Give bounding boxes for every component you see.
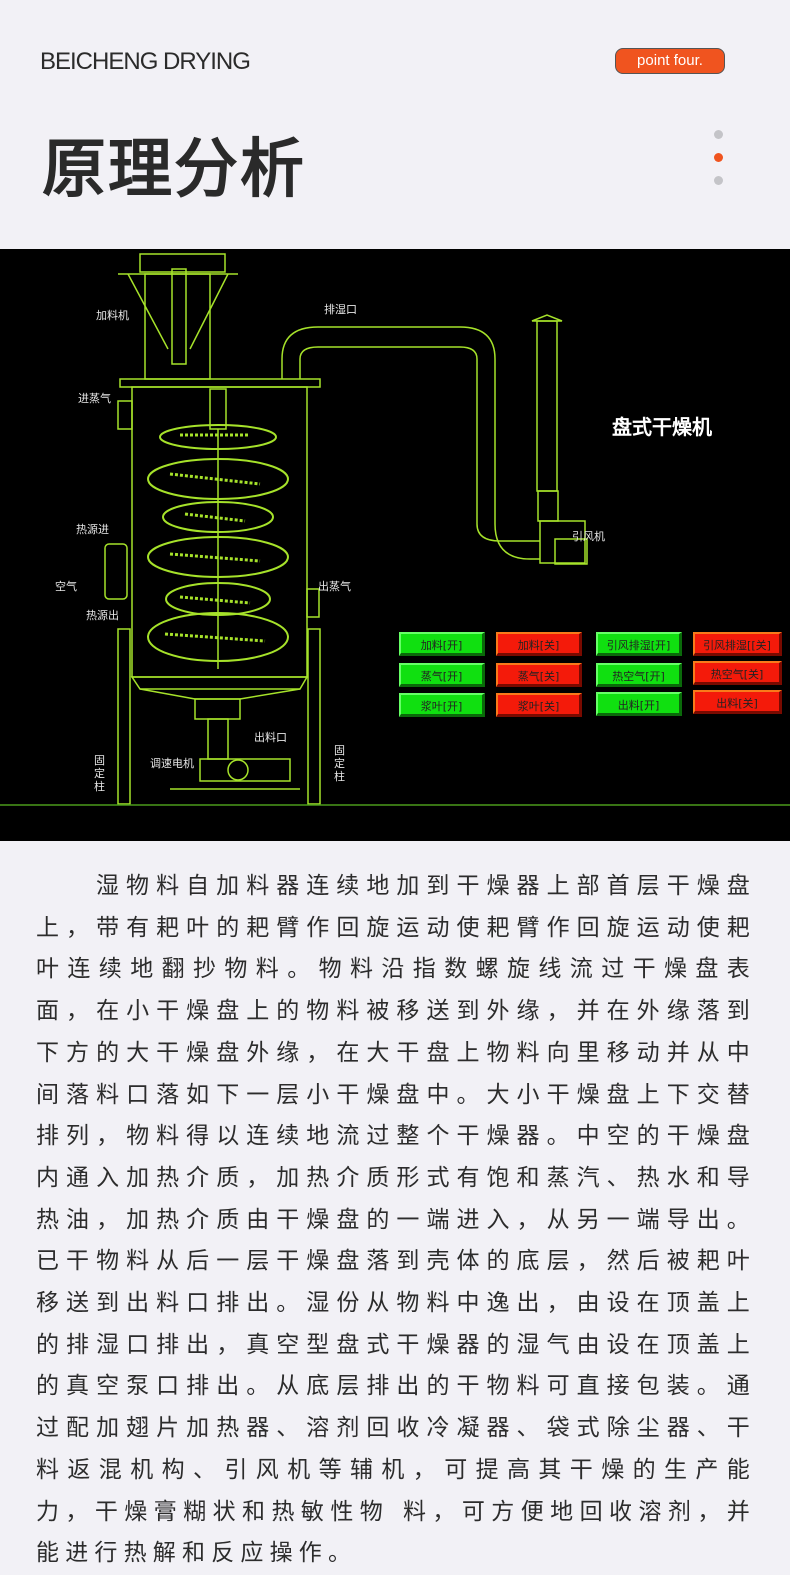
page-title: 原理分析: [42, 133, 306, 207]
feed-on-button[interactable]: 加料[开]: [399, 632, 485, 656]
steam-on-button[interactable]: 蒸气[开]: [399, 663, 485, 687]
diagram-title: 盘式干燥机: [612, 415, 712, 439]
feed-off-button[interactable]: 加料[关]: [496, 632, 582, 656]
hot-air-off-button[interactable]: 热空气[关]: [693, 661, 782, 685]
label-feeder: 加料机: [96, 309, 129, 322]
discharge-on-button[interactable]: 出料[开]: [596, 692, 682, 716]
label-heat-out: 热源出: [86, 609, 119, 622]
page-dot[interactable]: [714, 130, 723, 139]
paddle-off-button[interactable]: 浆叶[关]: [496, 693, 582, 717]
fan-dehumid-on-button[interactable]: 引风排湿[开]: [596, 632, 682, 656]
label-steam-out: 出蒸气: [318, 580, 351, 593]
label-steam-in: 进蒸气: [78, 392, 111, 405]
label-outlet: 出料口: [254, 731, 287, 744]
hot-air-on-button[interactable]: 热空气[开]: [596, 663, 682, 687]
label-heat-in: 热源进: [76, 523, 109, 536]
paddle-on-button[interactable]: 浆叶[开]: [399, 693, 485, 717]
fan-dehumid-off-button[interactable]: 引风排湿[[关]: [693, 632, 782, 656]
brand-name: BEICHENG DRYING: [40, 48, 251, 75]
label-motor: 调速电机: [150, 757, 194, 770]
point-badge: point four.: [615, 48, 725, 74]
label-dehumid-port: 排湿口: [324, 303, 357, 316]
page-dot-active[interactable]: [714, 153, 723, 162]
label-pillar-left: 固定柱: [94, 754, 105, 793]
dryer-schematic: [0, 253, 790, 806]
page-dot[interactable]: [714, 176, 723, 185]
description-text: 湿物料自加料器连续地加到干燥器上部首层干燥盘上，带有耙叶的耙臂作回旋运动使耙臂作…: [36, 873, 756, 1567]
label-pillar-right: 固定柱: [334, 744, 345, 783]
label-air: 空气: [55, 580, 77, 593]
steam-off-button[interactable]: 蒸气[关]: [496, 663, 582, 687]
discharge-off-button[interactable]: 出料[关]: [693, 690, 782, 714]
dryer-diagram: 加料机 排湿口 进蒸气 热源进 空气 热源出 出蒸气 引风机 出料口 调速电机 …: [0, 249, 790, 841]
label-fan: 引风机: [572, 530, 605, 543]
